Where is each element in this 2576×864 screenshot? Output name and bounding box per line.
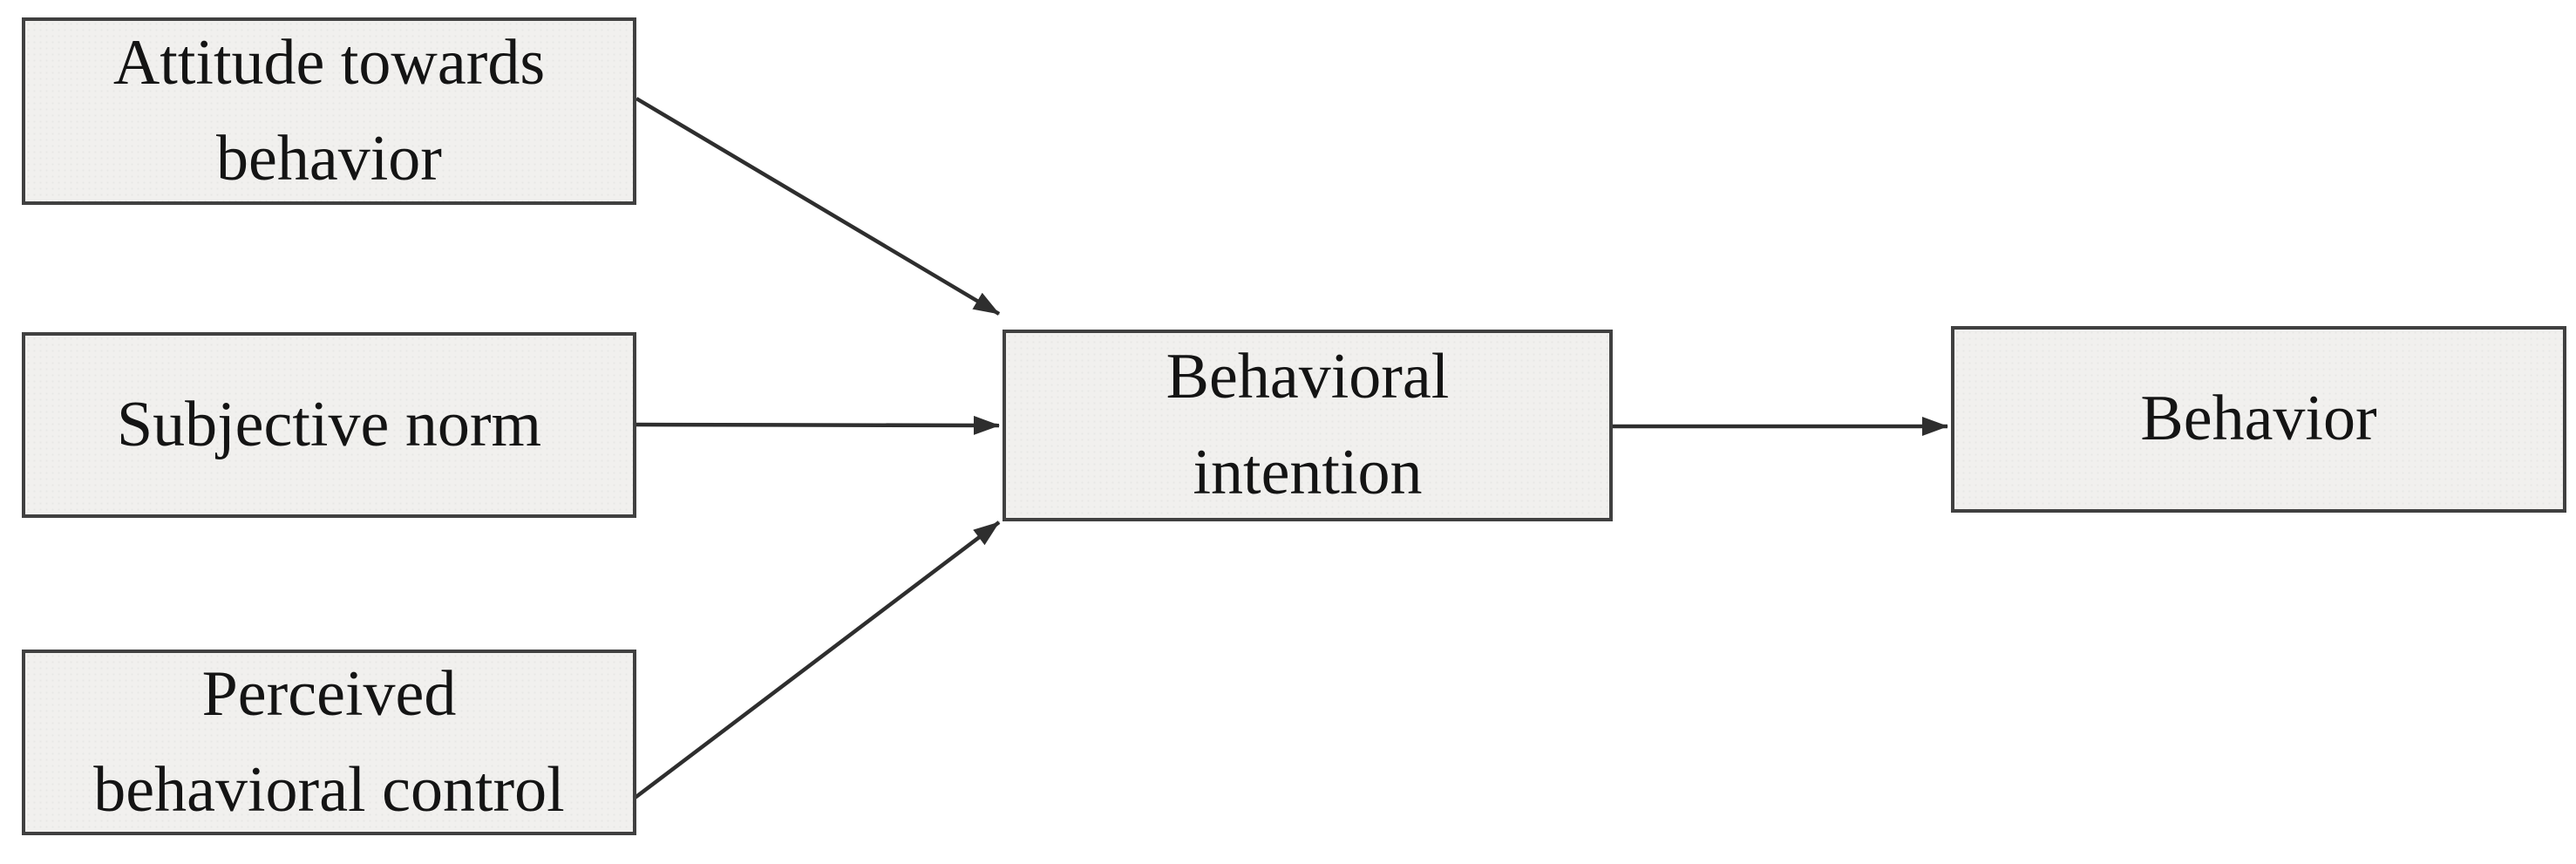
node-subjective-norm: Subjective norm — [22, 332, 636, 518]
node-label: Behavior — [2140, 383, 2377, 455]
node-behavior: Behavior — [1951, 326, 2566, 513]
arrow-attitude-to-intention — [635, 97, 1001, 316]
node-label: Behavioral intention — [1166, 341, 1450, 508]
node-label: Subjective norm — [116, 388, 542, 460]
node-perceived-behavioral-control: Perceived behavioral control — [22, 650, 636, 835]
node-behavioral-intention: Behavioral intention — [1003, 330, 1613, 521]
node-label: Perceived behavioral control — [93, 657, 565, 826]
node-label: Attitude towards behavior — [112, 26, 546, 194]
arrow-pbc-to-intention — [632, 520, 1001, 800]
node-attitude-towards-behavior: Attitude towards behavior — [22, 17, 636, 205]
